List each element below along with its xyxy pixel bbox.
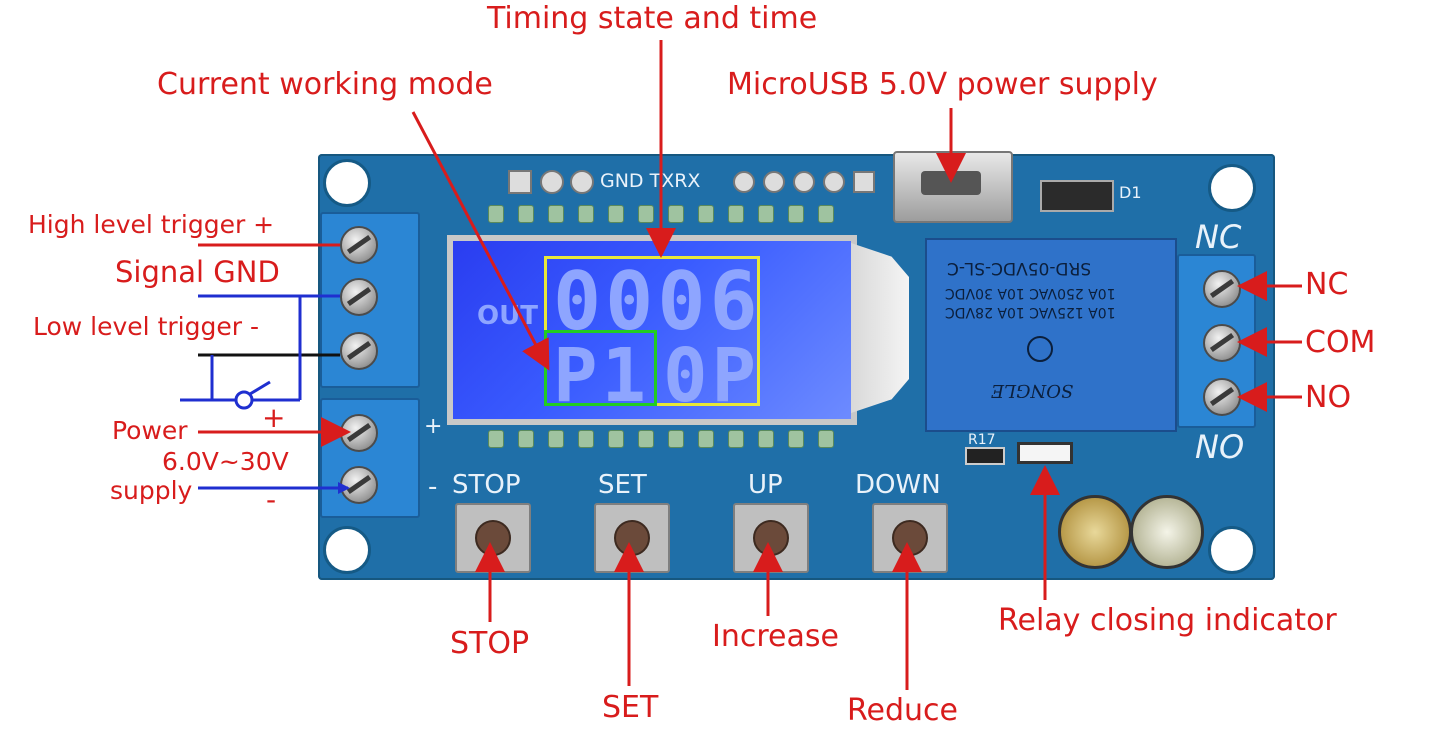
header-pin-2 — [540, 170, 564, 194]
lcd-pin-bottom-5 — [608, 430, 624, 448]
callout-plus: + — [262, 401, 286, 434]
callout-low-trigger: Low level trigger - — [33, 312, 259, 341]
lcd-pin-top-5 — [608, 205, 624, 223]
switch-lever — [249, 380, 271, 396]
callout-voltage: 6.0V~30V — [162, 447, 289, 476]
header-pin-3 — [570, 170, 594, 194]
signal-gnd-screw — [340, 278, 378, 316]
low-trigger-screw — [340, 332, 378, 370]
relay-module: SRD-05VDC-SL-C 10A 250VAC 10A 30VDC 10A … — [925, 238, 1177, 432]
plus-silk: + — [424, 414, 443, 439]
callout-relay-indicator: Relay closing indicator — [998, 603, 1337, 638]
lcd-pin-bottom-1 — [488, 430, 504, 448]
lcd-pin-top-7 — [668, 205, 684, 223]
callout-power: Power — [112, 416, 188, 445]
lcd-pin-top-8 — [698, 205, 714, 223]
callout-stop: STOP — [450, 626, 530, 661]
power-minus-arrowhead — [338, 482, 350, 494]
lcd-pin-bottom-11 — [788, 430, 804, 448]
callout-signal-gnd: Signal GND — [115, 255, 280, 289]
set-silk: SET — [598, 470, 647, 500]
up-button[interactable] — [733, 503, 809, 573]
capacitor-2 — [1130, 495, 1204, 569]
lcd-pin-bottom-7 — [668, 430, 684, 448]
callout-supply: supply — [110, 476, 193, 505]
lcd-pin-bottom-12 — [818, 430, 834, 448]
lcd-pin-top-9 — [728, 205, 744, 223]
header-pin-1 — [508, 170, 532, 194]
lcd-light-guide — [851, 243, 909, 413]
lcd-pin-top-1 — [488, 205, 504, 223]
nc-screw — [1203, 270, 1241, 308]
d1-label: D1 — [1119, 183, 1142, 202]
callout-minus: - — [266, 483, 277, 516]
high-trigger-screw — [340, 226, 378, 264]
lcd-pin-bottom-3 — [548, 430, 564, 448]
minus-silk: - — [428, 472, 438, 502]
lcd-pin-top-12 — [818, 205, 834, 223]
relay-cert-mark — [1027, 336, 1053, 362]
nc-silk: NC — [1195, 218, 1242, 256]
callout-increase: Increase — [712, 619, 839, 654]
trigger-terminal-block — [320, 212, 420, 388]
working-mode-arrow — [411, 111, 550, 371]
header-pin-7 — [823, 171, 845, 193]
no-silk: NO — [1195, 428, 1245, 466]
diode-d1 — [1040, 180, 1114, 212]
resistor-r17 — [965, 447, 1005, 465]
lcd-pin-top-4 — [578, 205, 594, 223]
callout-set: SET — [602, 690, 659, 725]
set-button[interactable] — [594, 503, 670, 573]
down-silk: DOWN — [855, 470, 941, 500]
lcd-pin-bottom-4 — [578, 430, 594, 448]
lcd-pin-bottom-2 — [518, 430, 534, 448]
no-screw — [1203, 378, 1241, 416]
stop-silk: STOP — [452, 470, 521, 500]
callout-high-trigger: High level trigger + — [28, 210, 275, 239]
mount-hole-br — [1208, 526, 1256, 574]
relay-led — [1017, 442, 1073, 464]
callout-nc: NC — [1305, 267, 1349, 302]
header-label: GND TXRX — [600, 170, 701, 192]
lcd-pin-top-11 — [788, 205, 804, 223]
callout-no: NO — [1305, 380, 1352, 415]
switch-contact — [234, 390, 254, 410]
header-pin-4 — [733, 171, 755, 193]
lcd-pin-top-3 — [548, 205, 564, 223]
lcd-pin-top-10 — [758, 205, 774, 223]
mount-hole-tr — [1208, 164, 1256, 212]
header-pin-5 — [763, 171, 785, 193]
callout-reduce: Reduce — [847, 693, 958, 728]
lcd-pin-bottom-6 — [638, 430, 654, 448]
lcd-pin-top-2 — [518, 205, 534, 223]
callout-com: COM — [1305, 325, 1376, 360]
lcd-pin-bottom-8 — [698, 430, 714, 448]
header-pin-8 — [853, 171, 875, 193]
lcd-pin-bottom-10 — [758, 430, 774, 448]
callout-timing-state: Timing state and time — [487, 1, 818, 36]
header-pin-6 — [793, 171, 815, 193]
r17-label: R17 — [968, 432, 996, 448]
mount-hole-bl — [323, 526, 371, 574]
lcd-pin-top-6 — [638, 205, 654, 223]
lcd-pin-bottom-9 — [728, 430, 744, 448]
mount-hole-tl — [323, 159, 371, 207]
up-silk: UP — [748, 470, 783, 500]
lcd-out-label: OUT — [477, 301, 538, 331]
callout-working-mode: Current working mode — [157, 67, 493, 102]
callout-microusb: MicroUSB 5.0V power supply — [727, 67, 1158, 102]
